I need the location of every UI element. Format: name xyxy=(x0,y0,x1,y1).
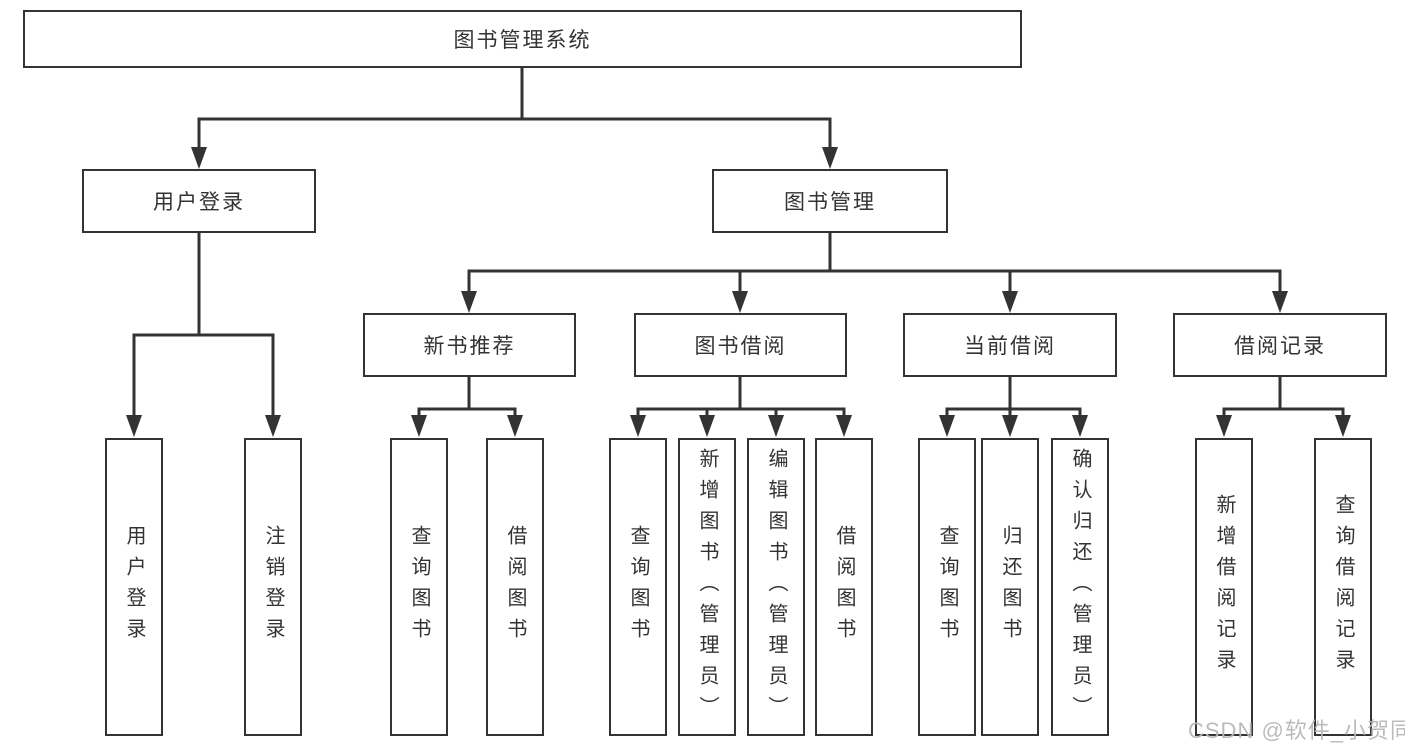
node-label: 用户登录 xyxy=(153,191,245,214)
arrow-down-icon xyxy=(1072,415,1088,437)
node-label: 借阅记录 xyxy=(1234,335,1326,358)
leaf-edit-book-admin: 编辑图书（管理员） xyxy=(747,438,805,736)
arrow-down-icon xyxy=(822,147,838,169)
leaf-confirm-return-admin: 确认归还（管理员） xyxy=(1051,438,1109,736)
node-label: 借阅图书 xyxy=(504,525,526,649)
node-label: 图书借阅 xyxy=(694,335,787,358)
node-label: 归还图书 xyxy=(999,525,1021,649)
arrow-down-icon xyxy=(461,291,477,313)
node-label: 图书管理系统 xyxy=(453,29,592,52)
leaf-query-books-current: 查询图书 xyxy=(918,438,976,736)
leaf-logout-login: 注销登录 xyxy=(244,438,302,736)
arrow-down-icon xyxy=(1002,291,1018,313)
leaf-query-books-recommend: 查询图书 xyxy=(390,438,448,736)
leaf-return-books: 归还图书 xyxy=(981,438,1039,736)
connector-root-to-level2 xyxy=(191,65,838,169)
node-label: 查询图书 xyxy=(936,525,958,649)
arrow-down-icon xyxy=(191,147,207,169)
node-label: 当前借阅 xyxy=(964,335,1056,358)
node-label: 确认归还（管理员） xyxy=(1069,447,1091,727)
node-label: 新增借阅记录 xyxy=(1213,494,1235,680)
arrow-down-icon xyxy=(630,415,646,437)
node-book-borrowing: 图书借阅 xyxy=(634,313,847,377)
arrow-down-icon xyxy=(411,415,427,437)
leaf-query-books-borrowing: 查询图书 xyxy=(609,438,667,736)
arrow-down-icon xyxy=(699,415,715,437)
arrow-down-icon xyxy=(126,415,142,437)
node-label: 图书管理 xyxy=(784,191,876,214)
node-new-book-recommendation: 新书推荐 xyxy=(363,313,576,377)
arrow-down-icon xyxy=(939,415,955,437)
node-label: 查询借阅记录 xyxy=(1332,494,1354,680)
node-current-borrowing: 当前借阅 xyxy=(903,313,1117,377)
leaf-borrow-books-borrowing: 借阅图书 xyxy=(815,438,873,736)
node-book-management: 图书管理 xyxy=(712,169,948,233)
watermark: CSDN @软件_小贺同学 xyxy=(1188,718,1405,743)
node-label: 查询图书 xyxy=(627,525,649,649)
connector-borrowing-records-to-leaves xyxy=(1216,375,1351,437)
connector-book-management-to-level3 xyxy=(461,231,1288,313)
node-borrowing-records: 借阅记录 xyxy=(1173,313,1387,377)
arrow-down-icon xyxy=(732,291,748,313)
node-label: 新书推荐 xyxy=(423,335,516,358)
arrow-down-icon xyxy=(1335,415,1351,437)
arrow-down-icon xyxy=(265,415,281,437)
leaf-user-login: 用户登录 xyxy=(105,438,163,736)
connector-current-borrowing-to-leaves xyxy=(939,375,1088,437)
leaf-add-book-admin: 新增图书（管理员） xyxy=(678,438,736,736)
node-label: 用户登录 xyxy=(123,525,145,649)
arrow-down-icon xyxy=(1272,291,1288,313)
arrow-down-icon xyxy=(507,415,523,437)
connector-book-borrowing-to-leaves xyxy=(630,375,852,437)
node-label: 编辑图书（管理员） xyxy=(765,447,787,727)
arrow-down-icon xyxy=(768,415,784,437)
arrow-down-icon xyxy=(836,415,852,437)
node-label: 借阅图书 xyxy=(833,525,855,649)
leaf-query-borrow-record: 查询借阅记录 xyxy=(1314,438,1372,736)
arrow-down-icon xyxy=(1002,415,1018,437)
node-library-management-system: 图书管理系统 xyxy=(23,10,1022,68)
node-label: 查询图书 xyxy=(408,525,430,649)
arrow-down-icon xyxy=(1216,415,1232,437)
connector-user-login-to-leaves xyxy=(126,229,281,437)
connector-new-book-recommendation-to-leaves xyxy=(411,375,523,437)
node-label: 新增图书（管理员） xyxy=(696,447,718,727)
leaf-add-borrow-record: 新增借阅记录 xyxy=(1195,438,1253,736)
node-user-login: 用户登录 xyxy=(82,169,316,233)
leaf-borrow-books-recommend: 借阅图书 xyxy=(486,438,544,736)
node-label: 注销登录 xyxy=(262,525,284,649)
